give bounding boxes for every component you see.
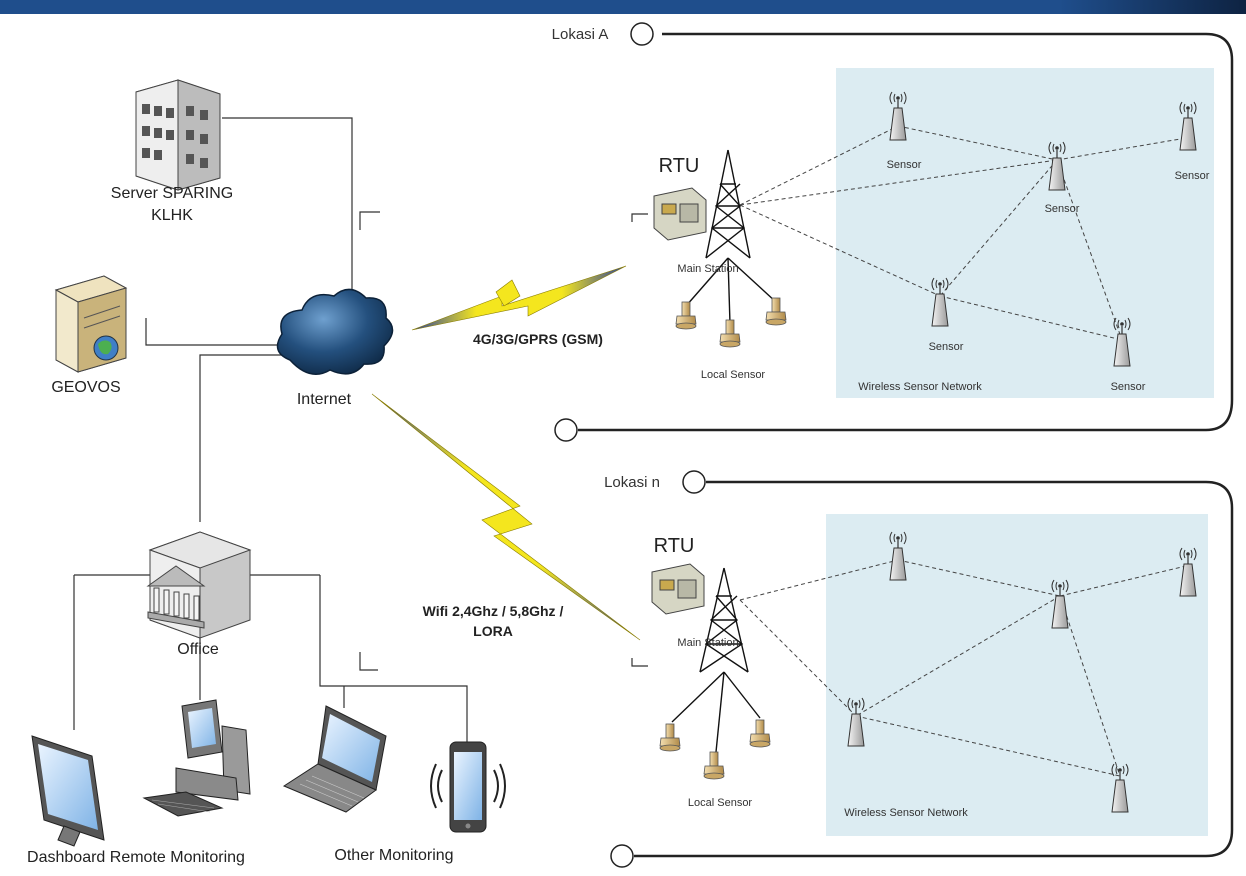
location-n-title: Lokasi n	[604, 474, 660, 491]
gsm-label: 4G/3G/GPRS (GSM)	[473, 331, 603, 347]
location-n-rtu-label: RTU	[654, 535, 695, 557]
location-a-connector-bottom	[554, 418, 578, 442]
location-a-wsn-label: Wireless Sensor Network	[858, 381, 982, 393]
other-monitoring-label: Other Monitoring	[334, 847, 453, 864]
location-a-local-sensor-label: Local Sensor	[701, 369, 766, 381]
location-a-rtu-icon	[653, 187, 707, 241]
header-bar	[0, 0, 1246, 14]
server-label-line2: KLHK	[151, 207, 193, 224]
wifi-lightning-icon	[371, 393, 641, 641]
monitor-icon	[31, 735, 105, 847]
wifi-label-line2: LORA	[473, 623, 513, 639]
location-a-main-station-label: Main Station	[677, 263, 738, 275]
location-n-main-station-label: Main Station	[677, 637, 738, 649]
office-label: Office	[177, 641, 219, 658]
wifi-label-line1: Wifi 2,4Ghz / 5,8Ghz /	[423, 603, 564, 619]
wiring-left	[73, 117, 648, 742]
server-label-line1: Server SPARING	[111, 185, 233, 202]
geovos-label: GEOVOS	[51, 379, 120, 396]
location-a-rtu-label: RTU	[659, 155, 700, 177]
location-a-wsn-links	[739, 125, 1187, 341]
server-building-icon	[135, 79, 221, 191]
location-a-sensor-label-5: Sensor	[1111, 381, 1146, 393]
gsm-lightning-icon	[411, 265, 627, 331]
location-a-local-sensor-1	[675, 301, 697, 330]
location-a-title: Lokasi A	[552, 26, 609, 43]
desktop-pc-icon	[142, 699, 251, 817]
location-n-tower-icon	[671, 567, 761, 753]
location-n-rtu-icon	[651, 563, 705, 615]
location-a-sensor-label-3: Sensor	[1175, 170, 1210, 182]
location-n-group: Lokasi n Wireless Sensor Network RTU M	[604, 470, 1234, 868]
location-n-local-sensor-label: Local Sensor	[688, 797, 753, 809]
smartphone-icon	[430, 741, 506, 833]
location-n-connector-bottom	[610, 844, 634, 868]
geovos-server-icon	[54, 275, 128, 373]
location-n-local-sensor-1	[659, 723, 681, 752]
laptop-icon	[282, 705, 387, 813]
location-a-connector-top	[630, 22, 654, 46]
location-n-connector-top	[682, 470, 706, 494]
dashboard-label: Dashboard Remote Monitoring	[27, 849, 245, 866]
location-a-local-sensor-3	[765, 297, 787, 326]
location-a-sensor-label-4: Sensor	[929, 341, 964, 353]
internet-cloud-icon	[276, 288, 394, 375]
location-a-local-sensor-2	[719, 319, 741, 348]
location-n-local-sensor-3	[749, 719, 771, 748]
office-building-icon	[146, 531, 252, 639]
internet-label: Internet	[297, 391, 352, 408]
location-n-wsn-area	[826, 514, 1208, 836]
location-a-group: Lokasi A Wireless Sensor Network RT	[552, 22, 1234, 442]
location-n-wsn-links	[739, 559, 1187, 777]
location-a-sensor-label-1: Sensor	[887, 159, 922, 171]
location-a-sensor-label-2: Sensor	[1045, 203, 1080, 215]
location-a-tower-icon	[685, 149, 777, 325]
location-n-wsn-label: Wireless Sensor Network	[844, 807, 968, 819]
location-n-local-sensor-2	[703, 751, 725, 780]
